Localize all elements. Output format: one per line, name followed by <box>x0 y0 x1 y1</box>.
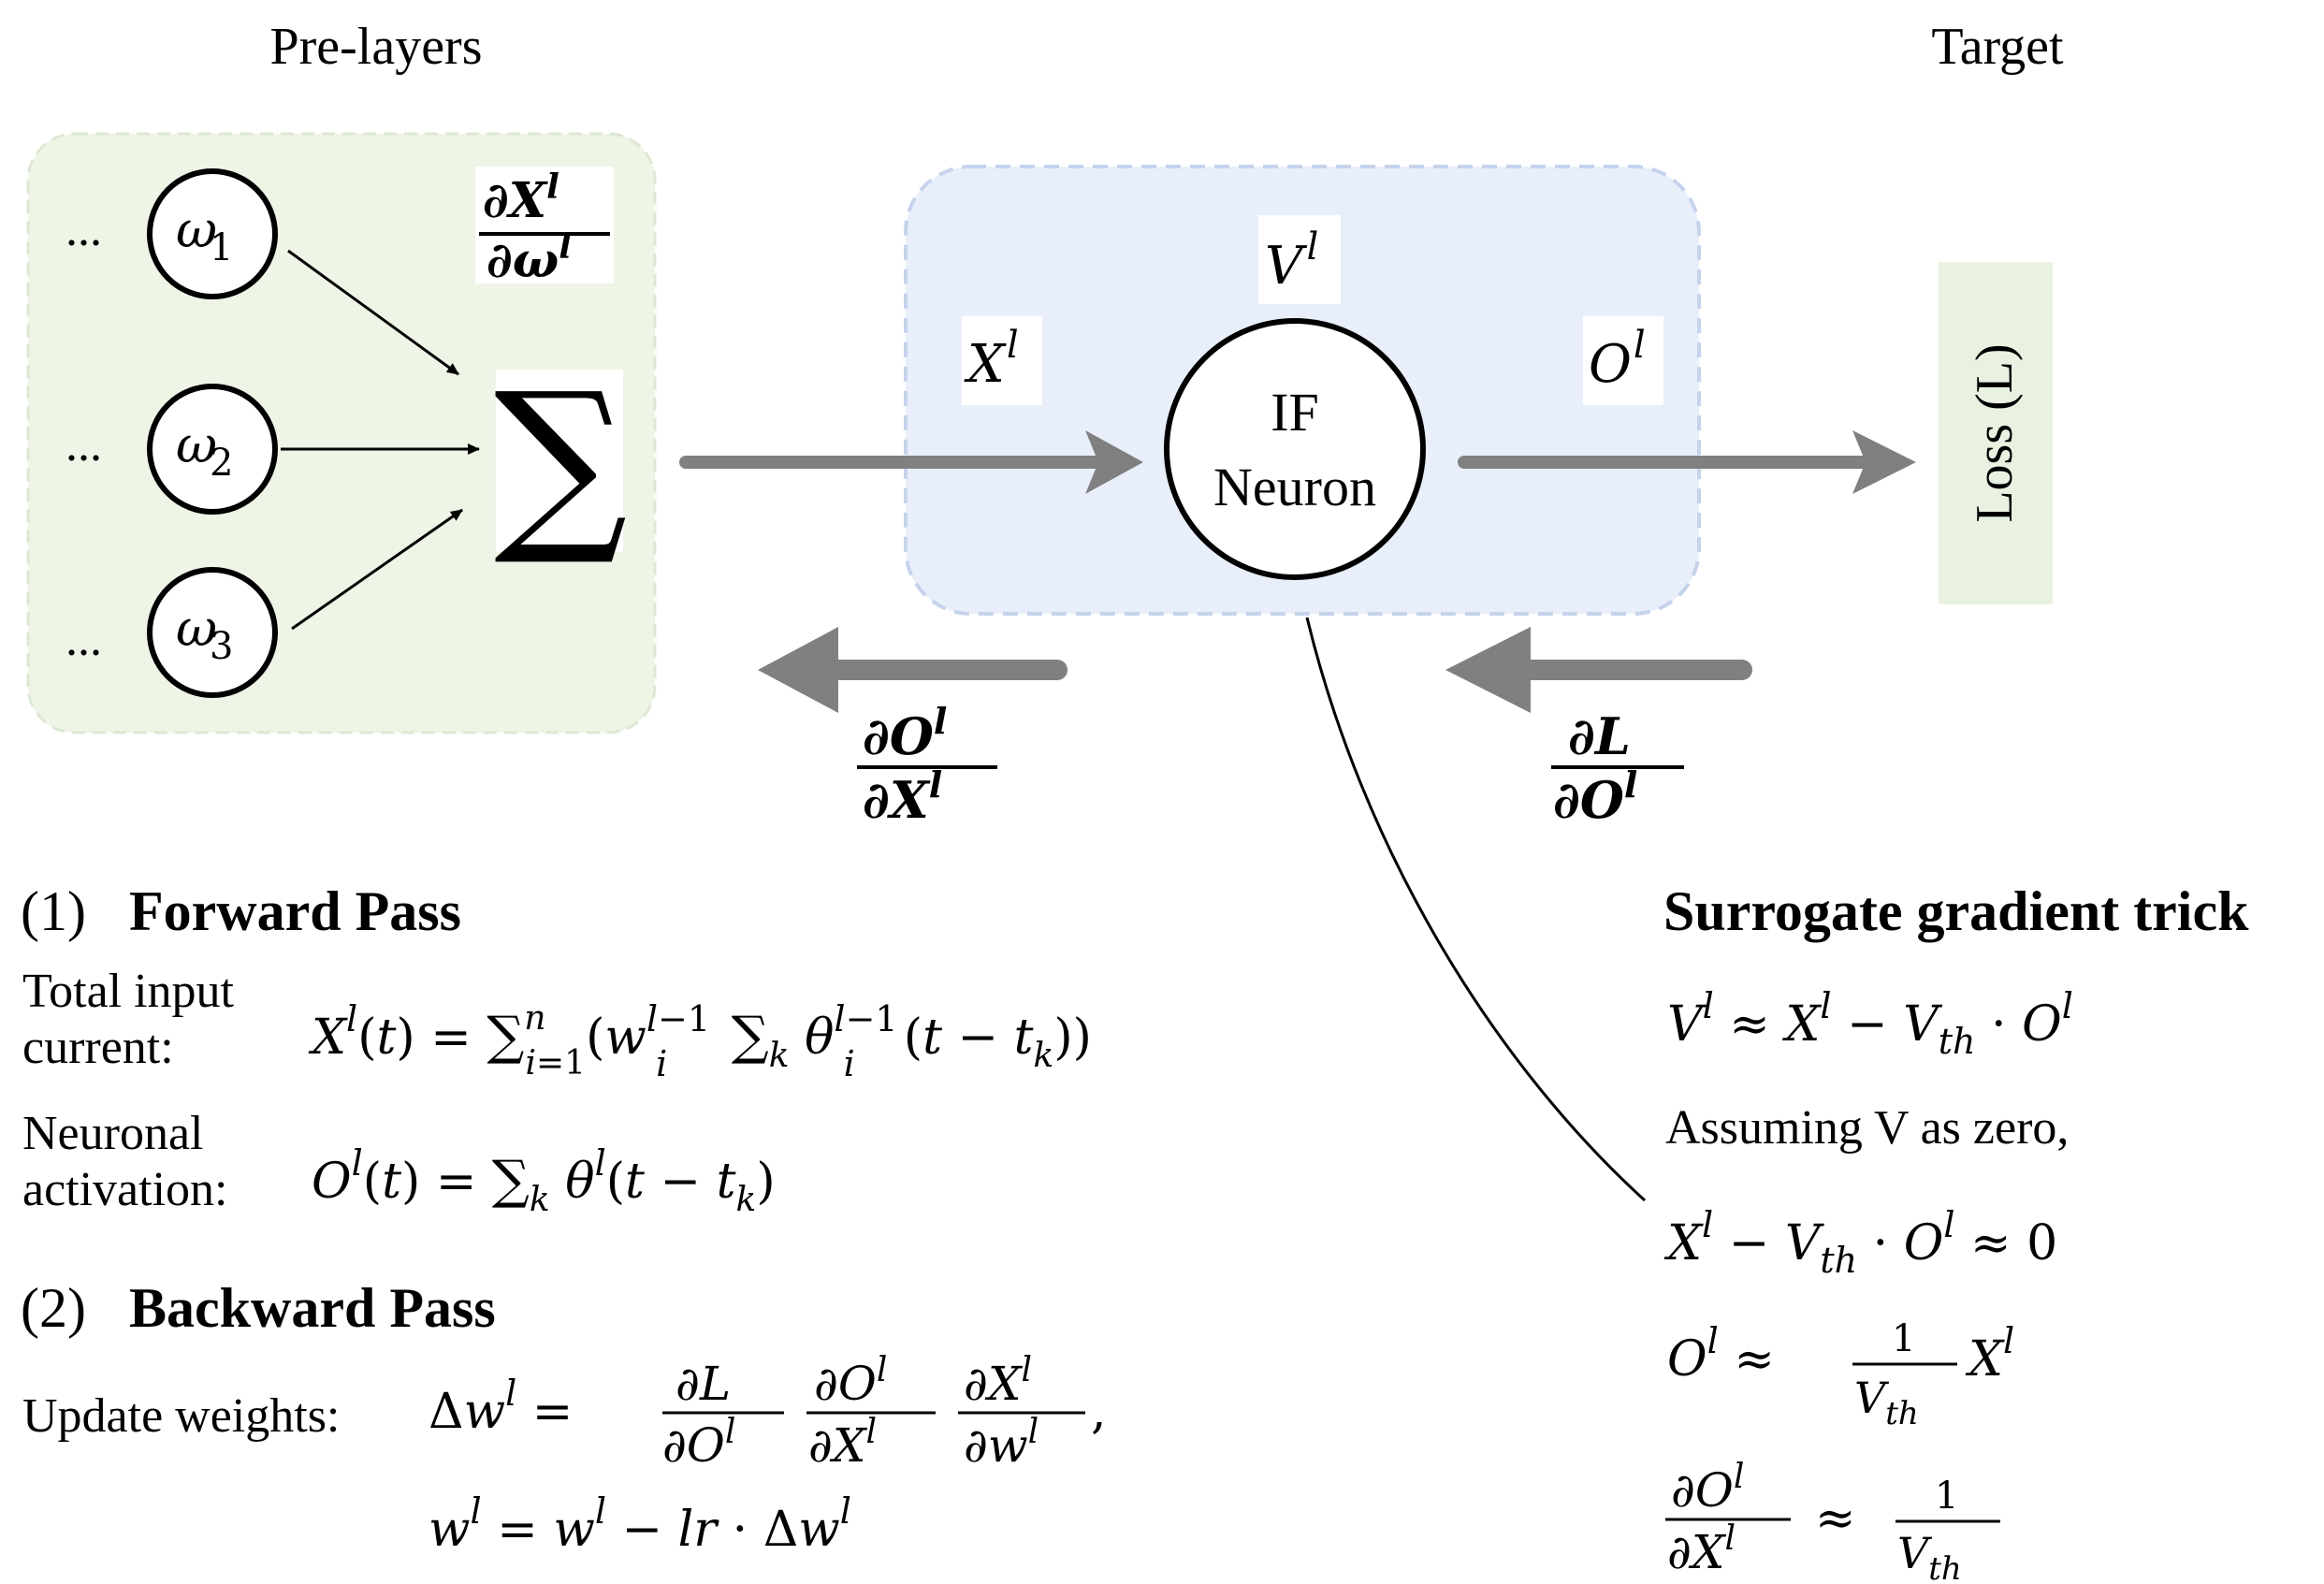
svg-text:Vth: Vth <box>1854 1373 1919 1432</box>
svg-text:1: 1 <box>1935 1475 1958 1518</box>
svg-text:Ol(t) = ∑k θl(t − tk): Ol(t) = ∑k θl(t − tk) <box>312 1142 776 1219</box>
weight-node-3: ... ω 3 <box>65 567 278 698</box>
svg-text:Ol ≈: Ol ≈ <box>1667 1320 1775 1388</box>
dl-do-fraction: ∂L ∂Ol <box>1551 706 1684 830</box>
svg-text:∂Ol: ∂Ol <box>662 1413 735 1473</box>
svg-text:∂L: ∂L <box>1568 706 1631 766</box>
weight-1-to-sum-arrow <box>287 249 459 376</box>
svg-text:2: 2 <box>210 442 233 485</box>
svg-text:∂Ol: ∂Ol <box>863 700 947 766</box>
svg-text:Xl: Xl <box>1965 1320 2014 1388</box>
svg-text:∂Ol: ∂Ol <box>1671 1458 1744 1518</box>
neuron-label-line1: IF <box>1271 382 1319 443</box>
loss-label: Loss (L) <box>1966 343 2024 522</box>
ellipsis-1: ... <box>65 203 102 256</box>
svg-text:Δwl =: Δwl = <box>428 1373 573 1440</box>
svg-text:∂Xl: ∂Xl <box>863 763 942 830</box>
dx-domega-fraction: ∂Xl ∂ωl <box>475 167 614 289</box>
surrogate-equation-1: Vl ≈ Xl − Vth · Ol <box>1667 985 2073 1062</box>
surrogate-assumption: Assuming V as zero, <box>1665 1101 2069 1155</box>
svg-text:ω: ω <box>176 200 217 259</box>
surrogate-equation-2: Xl − Vth · Ol ≈ 0 <box>1663 1204 2057 1281</box>
loss-box <box>1939 262 2053 604</box>
neuron-label-line2: Neuron <box>1213 457 1376 517</box>
svg-text:,: , <box>1091 1384 1107 1440</box>
svg-text:3: 3 <box>210 625 233 668</box>
svg-text:Xl − Vth · Ol ≈ 0: Xl − Vth · Ol ≈ 0 <box>1663 1204 2057 1281</box>
do-dx-fraction: ∂Ol ∂Xl <box>857 700 997 830</box>
neuronal-label-line2: activation: <box>22 1163 227 1216</box>
surrogate-heading: Surrogate gradient trick <box>1663 880 2249 942</box>
svg-text:∂Ol: ∂Ol <box>814 1351 887 1411</box>
svg-text:∂Xl: ∂Xl <box>1667 1519 1736 1579</box>
surrogate-equation-3: Ol ≈ 1 Vth Xl <box>1667 1317 2014 1432</box>
pre-layers-title: Pre-layers <box>269 18 482 76</box>
svg-text:∂ωl: ∂ωl <box>487 227 572 289</box>
backward-pass-heading: Backward Pass <box>129 1277 496 1339</box>
o-l-label: Ol <box>1583 316 1663 405</box>
total-input-label-line1: Total input <box>22 965 235 1018</box>
svg-text:ω: ω <box>176 415 217 474</box>
forward-pass-number: (1) <box>21 880 86 942</box>
svg-text:Vl ≈ Xl − Vth · Ol: Vl ≈ Xl − Vth · Ol <box>1667 985 2073 1062</box>
backward-arrow-to-pre-layers <box>758 627 1068 713</box>
ellipsis-2: ... <box>65 418 102 472</box>
neuronal-label-line1: Neuronal <box>22 1107 203 1160</box>
ellipsis-3: ... <box>65 613 102 666</box>
target-title: Target <box>1931 18 2064 76</box>
svg-text:∂wl: ∂wl <box>964 1413 1039 1473</box>
update-equation-1: Δwl = ∂L ∂Ol ∂Ol ∂Xl ∂Xl ∂wl , <box>428 1351 1107 1473</box>
sum-symbol: ∑ <box>494 353 628 571</box>
svg-text:Xl(t) = ∑ni=1(wl−1i ∑k θl−1i(t: Xl(t) = ∑ni=1(wl−1i ∑k θl−1i(t − tk)) <box>308 998 1092 1084</box>
svg-text:∂Ol: ∂Ol <box>1553 763 1637 830</box>
surrogate-equation-4: ∂Ol ∂Xl ≈ 1 Vth <box>1665 1458 2000 1584</box>
svg-text:∂Xl: ∂Xl <box>483 167 559 229</box>
x-l-label: Xl <box>962 316 1042 405</box>
svg-text:1: 1 <box>1892 1317 1915 1360</box>
svg-text:∂Xl: ∂Xl <box>964 1351 1032 1411</box>
forward-arrow-sum-to-neuron <box>679 430 1143 494</box>
svg-text:≈: ≈ <box>1815 1490 1856 1547</box>
svg-text:∂L: ∂L <box>675 1357 731 1411</box>
forward-pass-heading: Forward Pass <box>129 880 461 942</box>
svg-text:Xl: Xl <box>964 324 1019 395</box>
weight-3-to-sum-arrow <box>291 508 463 631</box>
svg-text:ω: ω <box>176 599 217 658</box>
update-equation-2: wl = wl − lr · Δwl <box>428 1490 851 1558</box>
svg-text:Vth: Vth <box>1897 1528 1962 1584</box>
svg-text:Vl: Vl <box>1265 225 1318 297</box>
forward-arrow-neuron-to-loss <box>1458 430 1916 494</box>
activation-equation: Ol(t) = ∑k θl(t − tk) <box>312 1142 776 1219</box>
svg-text:1: 1 <box>210 226 233 269</box>
svg-text:∂Xl: ∂Xl <box>808 1413 877 1473</box>
neuron-to-surrogate-curve <box>1305 617 1647 1202</box>
backward-pass-number: (2) <box>21 1277 86 1339</box>
weight-node-1: ... ω 1 <box>65 168 278 299</box>
total-input-label-line2: current: <box>22 1021 174 1074</box>
if-neuron-circle <box>1164 318 1426 580</box>
update-weights-label: Update weights: <box>22 1389 340 1443</box>
backward-arrow-to-neuron <box>1445 627 1752 713</box>
svg-text:wl = wl − lr · Δwl: wl = wl − lr · Δwl <box>428 1490 851 1558</box>
svg-text:Ol: Ol <box>1589 324 1646 395</box>
weight-node-2: ... ω 2 <box>65 384 278 515</box>
